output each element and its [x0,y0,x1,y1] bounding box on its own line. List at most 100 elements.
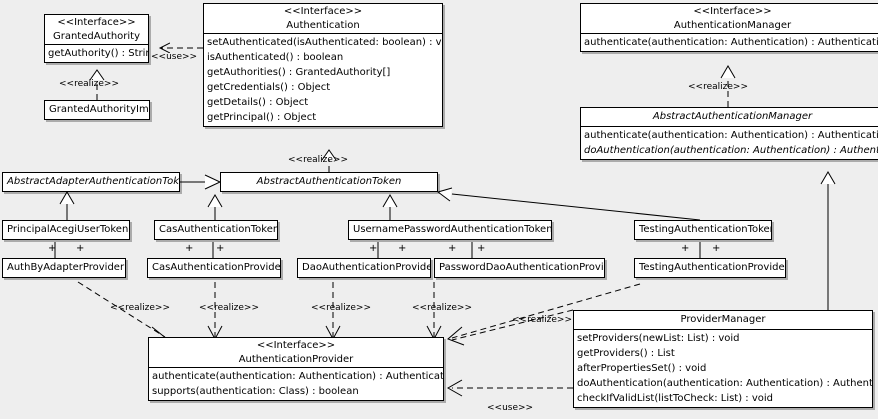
edge-label-realize-abstractauthenticationtoken: <<realize>> [288,155,348,165]
class-testing-authentication-provider[interactable]: TestingAuthenticationProvider [634,258,786,278]
class-header: <<Interface>> Authentication [204,4,442,33]
edge-usernamepasswordtoken-extends-abstractauthenticationtoken [382,194,398,220]
class-name: ProviderManager [680,314,766,325]
operations-compartment: authenticate(authentication: Authenticat… [581,127,878,159]
assoc-multiplicity-plus: + [48,243,57,254]
stereotype-label: <<Interface>> [57,17,136,28]
class-testing-authentication-token[interactable]: TestingAuthenticationToken [634,220,772,240]
class-name: UsernamePasswordAuthenticationToken [353,224,552,235]
stereotype-label: <<Interface>> [256,340,336,351]
class-name: AbstractAuthenticationManager [652,111,813,122]
edge-label-use-authentication-grantedauthority: <<use>> [151,52,198,62]
class-abstract-authentication-token[interactable]: AbstractAuthenticationToken [220,172,438,192]
operation: isAuthenticated() : boolean [207,52,344,63]
class-cas-authentication-token[interactable]: CasAuthenticationToken [154,220,278,240]
edge-providermanager-extends-abstractauthenticationmanager [820,171,836,310]
edge-casauthenticationtoken-extends-abstractauthenticationtoken [207,194,223,220]
operation: authenticate(authentication: Authenticat… [152,371,444,382]
edge-testingauthenticationtoken-extends-abstractauthenticationtoken [436,187,701,221]
class-name: Authentication [286,20,360,31]
class-header: AuthByAdapterProvider [3,259,125,277]
class-header: TestingAuthenticationToken [635,221,771,239]
edge-label-realize-providermanager: <<realize>> [512,315,572,325]
class-name: DaoAuthenticationProvider [302,262,431,273]
operation: getAuthorities() : GrantedAuthority[] [207,67,391,78]
operations-compartment: authenticate(authentication: Authenticat… [581,34,878,51]
edge-label-realize-authbyadapterprovider: <<realize>> [110,303,170,313]
edge-abstractadaptertoken-extends-abstractauthenticationtoken [180,174,222,190]
class-granted-authority-impl[interactable]: GrantedAuthorityImpl [44,100,150,120]
class-header: CasAuthenticationProvider [148,259,280,277]
operation: checkIfValidList(listToCheck: List) : vo… [577,393,774,404]
divider [581,126,878,127]
operation: doAuthentication(authentication: Authent… [584,145,878,156]
edge-providermanager-uses-authenticationprovider [446,379,573,397]
class-abstract-authentication-manager[interactable]: AbstractAuthenticationManager authentica… [580,107,878,160]
assoc-multiplicity-plus: + [185,243,194,254]
operation: setProviders(newList: List) : void [577,333,740,344]
class-header: AbstractAuthenticationManager [581,108,878,126]
operation: getPrincipal() : Object [207,112,317,123]
divider [574,329,872,330]
class-authentication-provider[interactable]: <<Interface>> AuthenticationProvider aut… [148,337,444,401]
assoc-multiplicity-plus: + [448,243,457,254]
class-password-dao-authentication-provider[interactable]: PasswordDaoAuthenticationProvider [434,258,605,278]
class-auth-by-adapter-provider[interactable]: AuthByAdapterProvider [2,258,126,278]
class-username-password-authentication-token[interactable]: UsernamePasswordAuthenticationToken [348,220,552,240]
operation: setAuthenticated(isAuthenticated: boolea… [207,37,443,48]
class-name: AbstractAdapterAuthenticationToken [7,176,180,187]
class-name: PasswordDaoAuthenticationProvider [439,262,605,273]
class-header: PasswordDaoAuthenticationProvider [435,259,604,277]
class-header: <<Interface>> AuthenticationManager [581,4,878,33]
class-name: GrantedAuthority [52,31,141,42]
class-name: CasAuthenticationProvider [152,262,281,273]
class-header: CasAuthenticationToken [155,221,277,239]
class-header: PrincipalAcegiUserToken [3,221,129,239]
operation: getDetails() : Object [207,97,309,108]
class-name: AuthenticationManager [673,20,792,31]
operation: getProviders() : List [577,348,675,359]
operations-compartment: setProviders(newList: List) : void getPr… [574,330,872,407]
class-name: PrincipalAcegiUserToken [7,224,129,235]
class-principal-acegi-user-token[interactable]: PrincipalAcegiUserToken [2,220,130,240]
divider [45,44,148,45]
edge-label-use-providermanager: <<use>> [487,403,534,413]
class-header: DaoAuthenticationProvider [298,259,430,277]
class-name: TestingAuthenticationToken [639,224,772,235]
operations-compartment: authenticate(authentication: Authenticat… [149,368,443,400]
assoc-multiplicity-plus: + [76,243,85,254]
assoc-multiplicity-plus: + [216,243,225,254]
stereotype-label: <<Interface>> [283,6,363,17]
operations-compartment: setAuthenticated(isAuthenticated: boolea… [204,34,442,126]
operations-compartment: getAuthority() : String [45,45,148,62]
class-cas-authentication-provider[interactable]: CasAuthenticationProvider [147,258,281,278]
edge-label-realize-abstractauthenticationmanager: <<realize>> [688,82,748,92]
assoc-multiplicity-plus: + [369,243,378,254]
class-abstract-adapter-authentication-token[interactable]: AbstractAdapterAuthenticationToken [2,172,180,192]
divider [204,33,442,34]
class-name: AuthByAdapterProvider [7,262,125,273]
class-header: TestingAuthenticationProvider [635,259,785,277]
edge-label-realize-casauthenticationprovider: <<realize>> [199,303,259,313]
class-header: AbstractAuthenticationToken [221,173,437,191]
class-dao-authentication-provider[interactable]: DaoAuthenticationProvider [297,258,431,278]
class-authentication-manager[interactable]: <<Interface>> AuthenticationManager auth… [580,3,878,52]
edge-label-realize-passworddaoprovider: <<realize>> [412,303,472,313]
assoc-multiplicity-plus: + [681,243,690,254]
operation: supports(authentication: Class) : boolea… [152,386,359,397]
assoc-multiplicity-plus: + [398,243,407,254]
class-name: GrantedAuthorityImpl [49,104,150,115]
divider [149,367,443,368]
class-name: TestingAuthenticationProvider [639,262,786,273]
assoc-multiplicity-plus: + [477,243,486,254]
assoc-multiplicity-plus: + [712,243,721,254]
operation: getAuthority() : String [48,48,149,59]
class-name: AbstractAuthenticationToken [256,176,402,187]
operation: afterPropertiesSet() : void [577,363,707,374]
operation: doAuthentication(authentication: Authent… [577,378,873,389]
class-header: <<Interface>> GrantedAuthority [45,15,148,44]
class-authentication[interactable]: <<Interface>> Authentication setAuthenti… [203,3,443,127]
class-granted-authority[interactable]: <<Interface>> GrantedAuthority getAuthor… [44,14,149,63]
class-provider-manager[interactable]: ProviderManager setProviders(newList: Li… [573,310,873,408]
